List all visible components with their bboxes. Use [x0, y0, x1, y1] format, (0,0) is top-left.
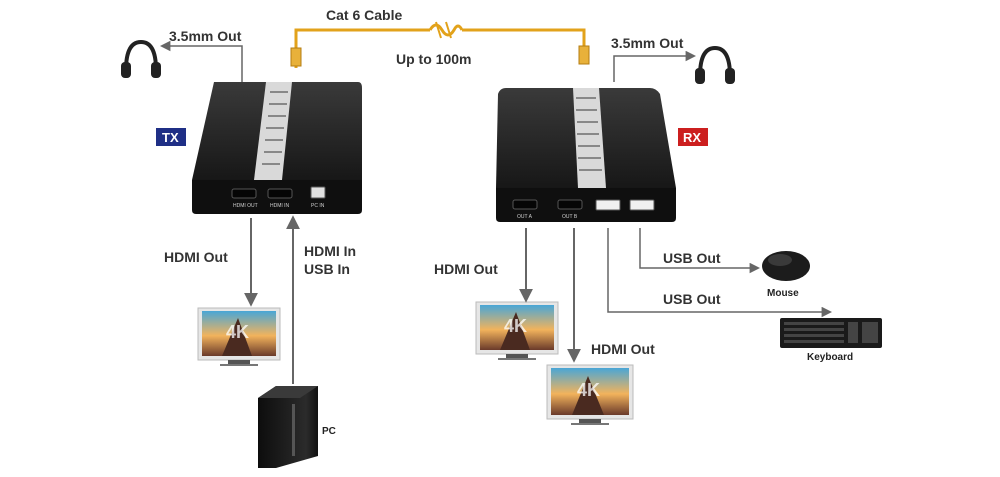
monitor-tx: 4K	[197, 307, 281, 366]
monitor-rx-b: 4K	[546, 364, 634, 425]
rj45-plug-right	[578, 45, 590, 65]
rx-device: OUT A OUT B	[496, 88, 676, 222]
rx-port-usb-mouse	[629, 199, 655, 211]
tx-hdmi-in-label: HDMI In	[304, 243, 356, 259]
tx-badge	[156, 128, 186, 146]
rj45-plug-left	[290, 47, 302, 67]
rx-hdmi-out-b-label: HDMI Out	[591, 341, 655, 357]
usb-out-mouse-label: USB Out	[663, 250, 721, 266]
mouse-icon	[762, 251, 810, 281]
tx-port-hdmi-in	[267, 188, 293, 199]
rx-port-usb-keyboard	[595, 199, 621, 211]
usb-mouse-arrow	[639, 228, 761, 274]
cat6-cable	[290, 21, 590, 68]
tx-port-label: PC IN	[311, 203, 325, 209]
tx-usb-in-label: USB In	[304, 261, 350, 277]
rx-port-out-b	[557, 199, 583, 210]
monitor-rx-a: 4K	[475, 301, 559, 360]
pc-tower-icon	[258, 386, 318, 468]
rx-badge	[678, 128, 708, 146]
cable-label: Cat 6 Cable	[326, 7, 402, 23]
audio-left-label: 3.5mm Out	[169, 28, 242, 44]
usb-keyboard-arrow	[607, 228, 833, 318]
tx-port-pc-in	[310, 186, 326, 199]
rx-port-label: OUT B	[562, 214, 578, 220]
audio-right-label: 3.5mm Out	[611, 35, 684, 51]
keyboard-icon	[780, 318, 882, 348]
monitor-4k-text: 4K	[504, 316, 527, 336]
rx-port-label: OUT A	[517, 214, 533, 220]
headphones-right-icon	[695, 45, 735, 84]
tx-badge-label: TX	[162, 130, 179, 145]
keyboard-label: Keyboard	[807, 352, 853, 363]
tx-port-label: HDMI IN	[270, 203, 290, 209]
monitor-4k-text: 4K	[226, 322, 249, 342]
pc-label: PC	[322, 426, 336, 437]
rx-badge-label: RX	[683, 130, 701, 145]
usb-out-keyboard-label: USB Out	[663, 291, 721, 307]
headphones-left-icon	[121, 39, 161, 78]
monitor-4k-text: 4K	[577, 380, 600, 400]
rx-port-out-a	[512, 199, 538, 210]
tx-hdmi-out-label: HDMI Out	[164, 249, 228, 265]
rx-hdmi-out-a-label: HDMI Out	[434, 261, 498, 277]
tx-port-hdmi-out	[231, 188, 257, 199]
tx-port-label: HDMI OUT	[233, 203, 258, 209]
distance-label: Up to 100m	[396, 51, 471, 67]
tx-device: HDMI OUT HDMI IN PC IN	[192, 82, 362, 214]
mouse-label: Mouse	[767, 288, 799, 299]
